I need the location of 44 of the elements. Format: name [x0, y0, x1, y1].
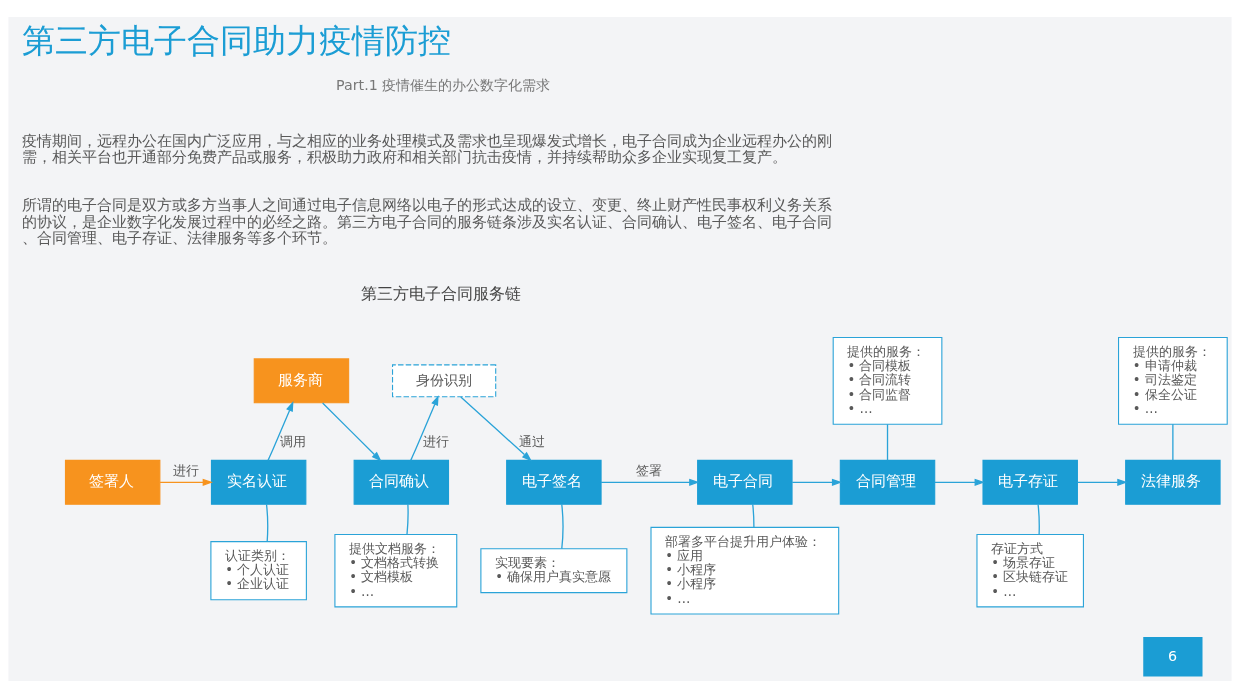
node-box: 提供的服务： • 申请仲裁 • 司法鉴定 • 保全公证 • … — [1118, 336, 1228, 425]
arrow — [600, 478, 700, 486]
node-box: 认证类别： • 个人认证 • 企业认证 — [210, 541, 307, 601]
arrow — [791, 478, 843, 486]
node-box: 身份识别 — [392, 364, 497, 398]
node-box: 电子存证 — [982, 459, 1078, 505]
connector — [1172, 423, 1174, 461]
label: 第三方电子合同服务链 — [361, 283, 522, 303]
edge-label: 进行 — [422, 433, 449, 449]
edge-label: 进行 — [172, 463, 199, 479]
label: Part.1 疫情催生的办公数字化需求 — [336, 76, 551, 93]
diagram-title: 第三方电子合同助力疫情防控 — [21, 21, 451, 61]
node-box: 实名认证 — [210, 459, 307, 505]
connector — [752, 503, 755, 528]
node-box: 部署多平台提升用户体验： • 应用 • 小程序 • 小程序 • … — [650, 526, 840, 615]
connector — [406, 503, 409, 535]
arrow — [934, 478, 985, 486]
connector — [265, 503, 269, 543]
arrow — [321, 402, 382, 462]
node-box: 提供文档服务： • 文档格式转换 • 文档模板 • … — [334, 533, 458, 608]
node-box: 合同管理 — [839, 459, 936, 505]
label: 疫情期间，远程办公在国内广泛应用，与之相应的业务处理模式及需求也呈现爆发式增长，电子合同成为企业远程办公的刚需，相关平台也开通部分免费产品或服务，积极助力政府和相关部门抗击疫情，并持续帮助众多企业实现复工复产。 — [21, 131, 832, 167]
edge-label: 签署 — [636, 463, 663, 479]
node-box: 提供的服务： • 合同模板 • 合同流转 • 合同监督 • … — [832, 336, 943, 425]
connector — [1037, 503, 1040, 535]
connector — [886, 423, 889, 461]
node-box: 法律服务 — [1125, 459, 1221, 505]
arrow — [410, 395, 439, 462]
connector — [561, 503, 564, 550]
arrow — [460, 396, 532, 462]
arrow — [159, 478, 213, 486]
arrow — [1076, 478, 1128, 486]
node-box: 电子合同 — [697, 459, 793, 505]
node-box: 服务商 — [253, 358, 350, 404]
label: 6 — [1167, 647, 1178, 664]
label: 所谓的电子合同是双方或多方当事人之间通过电子信息网络以电子的形式达成的设立、变更、终止财产性民事权利义务关系的协议，是企业数字化发展过程中的必经之路。第三方电子合同的服务链条涉及实名认证、合同确认、电子签名、电子合同、合同管理、电子存证、法律服务等多个环节。 — [21, 196, 832, 248]
edge-label: 通过 — [519, 433, 546, 449]
node-box: 实现要素： • 确保用户真实意愿 — [480, 548, 628, 594]
node-box: 签署人 — [64, 459, 161, 505]
arrow — [267, 401, 294, 462]
node-box: 电子签名 — [506, 459, 602, 505]
edge-label: 调用 — [280, 433, 307, 449]
node-box: 合同确认 — [353, 459, 450, 505]
node-box: 存证方式 • 场景存证 • 区块链存证 • … — [976, 533, 1084, 608]
